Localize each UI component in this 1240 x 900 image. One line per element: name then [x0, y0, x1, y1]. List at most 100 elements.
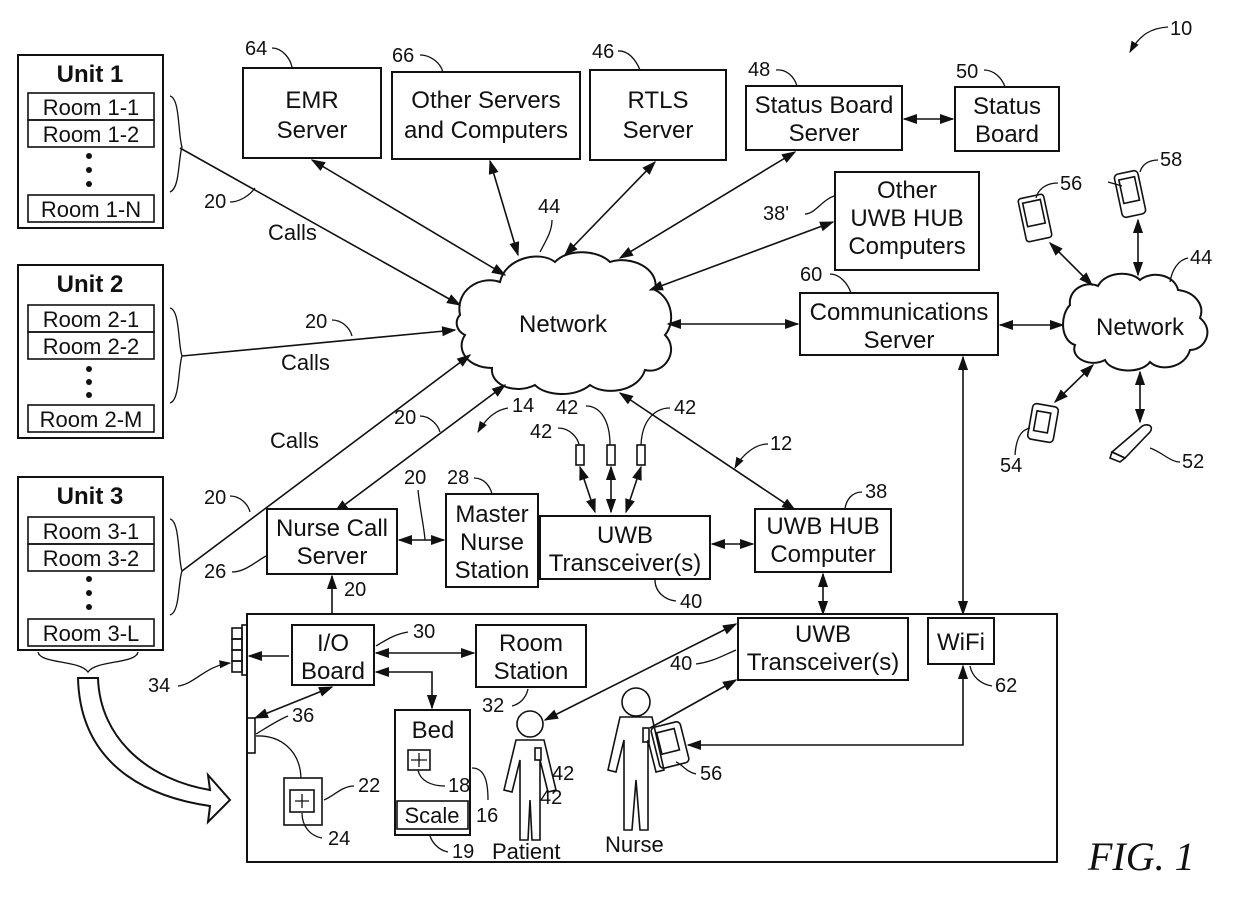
rtls-line-2: Server: [623, 117, 694, 144]
tag-ref-a: 42: [530, 421, 552, 443]
room-2-2-label: Room 2-2: [43, 334, 140, 359]
jack-ref: 36: [292, 705, 314, 727]
emr-server: EMR Server 64: [243, 38, 381, 158]
tag-ref-c: 42: [674, 397, 696, 419]
room-3-l-label: Room 3-L: [43, 621, 140, 646]
link-ref-unit-1: 20: [204, 191, 226, 213]
uwb-hub-network-link: [620, 393, 795, 510]
tag-ref-b: 42: [556, 397, 578, 419]
calls-label-1: Calls: [268, 220, 317, 245]
dome-light-icon: [232, 625, 247, 675]
other-servers: Other Servers and Computers 66: [392, 45, 580, 159]
rtls-ref: 46: [592, 41, 614, 63]
cell-ref: 52: [1182, 451, 1204, 473]
room-1-2-label: Room 1-2: [43, 122, 140, 147]
status-server-line-2: Server: [789, 120, 860, 147]
patient-label: Patient: [492, 839, 561, 864]
uwb-hub-line-1: UWB HUB: [766, 513, 879, 540]
other-uwb-ref: 38': [763, 203, 789, 225]
main-network-label: Network: [519, 311, 608, 338]
room-1-1-label: Room 1-1: [43, 95, 140, 120]
other-ref: 66: [392, 45, 414, 67]
nurse-call-ref: 26: [204, 561, 226, 583]
link-ref-master: 20: [404, 467, 426, 489]
unit-2-block: Unit 2 Room 2-1 Room 2-2 Room 2-M: [18, 265, 182, 438]
uwb-hub-line-2: Computer: [770, 541, 875, 568]
bed-control-ref: 18: [448, 775, 470, 797]
uwb-top-line-1: UWB: [597, 522, 653, 549]
io-ref: 30: [413, 621, 435, 643]
io-line-2: Board: [301, 658, 365, 685]
room-2-m-label: Room 2-M: [40, 407, 143, 432]
figure-title: FIG. 1: [1087, 834, 1195, 879]
uwb-tag-icon: [637, 445, 645, 465]
emr-link: [312, 160, 505, 275]
status-board-line-2: Board: [975, 121, 1039, 148]
patient-tag-ref-b: 42: [540, 787, 562, 809]
nurse-pda-ref: 56: [700, 763, 722, 785]
status-server-line-1: Status Board: [755, 92, 894, 119]
uwb-tags: 42 42 42: [530, 397, 696, 512]
comms-line-2: Server: [864, 327, 935, 354]
room-3-1-label: Room 3-1: [43, 519, 140, 544]
link-ref-unit-3: 20: [204, 487, 226, 509]
uwb-top-ref: 40: [680, 591, 702, 613]
other-line-1: Other Servers: [411, 87, 560, 114]
expand-room-arrow-icon: [78, 678, 230, 822]
comms-line-1: Communications: [810, 299, 989, 326]
other-line-2: and Computers: [404, 117, 568, 144]
status-board-line-1: Status: [973, 93, 1041, 120]
phone-58-ref: 58: [1160, 149, 1182, 171]
status-board-server: Status Board Server 48: [746, 59, 902, 150]
unit-2-title: Unit 2: [57, 271, 124, 298]
room-3-2-label: Room 3-2: [43, 546, 140, 571]
rtls-link: [565, 162, 655, 255]
uwb-tag-icon: [607, 445, 615, 465]
emr-line-1: EMR: [285, 87, 338, 114]
uwb-transceiver-top: UWB Transceiver(s) 40: [540, 516, 710, 613]
unit-3-brace: [170, 519, 182, 615]
nurse-call-line-1: Nurse Call: [276, 515, 388, 542]
uwb-room-line-2: Transceiver(s): [747, 649, 899, 676]
pda-icon: [1018, 194, 1053, 242]
rtls-line-1: RTLS: [628, 87, 689, 114]
system-ref-label: 10: [1170, 18, 1192, 40]
room-station-line-1: Room: [499, 630, 563, 657]
other-uwb-line-3: Computers: [848, 233, 965, 260]
dome-light-ref: 34: [148, 675, 170, 697]
pager-device: 54: [1000, 365, 1093, 477]
unit-1-title: Unit 1: [57, 61, 124, 88]
room-2-1-label: Room 2-1: [43, 307, 140, 332]
link-ref-room: 20: [344, 579, 366, 601]
master-nurse-station: Master Nurse Station 28: [446, 467, 538, 587]
room-station-ref: 32: [482, 695, 504, 717]
scale-ref: 19: [452, 841, 474, 863]
other-uwb-line-2: UWB HUB: [850, 205, 963, 232]
uwb-room-line-1: UWB: [795, 621, 851, 648]
flip-phone-icon: [1110, 425, 1151, 462]
uwb-tag-icon: [576, 445, 584, 465]
communications-server: Communications Server 60: [800, 264, 998, 355]
ellipsis-dots-icon: [86, 366, 92, 398]
nurse-label: Nurse: [605, 832, 664, 857]
pda-ref: 56: [1060, 173, 1082, 195]
wireless-phone-icon: [1108, 170, 1146, 218]
network-14-ref: 14: [512, 395, 534, 417]
emr-line-2: Server: [277, 117, 348, 144]
subsystem-ref: 12: [770, 433, 792, 455]
unit-3-block: Unit 3 Room 3-1 Room 3-2 Room 3-L: [18, 477, 182, 672]
unit-1-brace: [170, 96, 182, 192]
wall-unit-ref: 22: [358, 775, 380, 797]
remote-network-ref: 44: [1190, 247, 1212, 269]
main-network-cloud: Network 44: [457, 196, 671, 394]
bed-ref: 16: [476, 805, 498, 827]
unit-1-block: Unit 1 Room 1-1 Room 1-2 Room 1-N: [18, 55, 182, 228]
other-servers-link: [490, 161, 518, 255]
link-ref-unit-2: 20: [305, 311, 327, 333]
master-line-3: Station: [455, 557, 530, 584]
pager-ref: 54: [1000, 455, 1022, 477]
comms-ref: 60: [800, 264, 822, 286]
master-line-2: Nurse: [460, 529, 524, 556]
unit-1-calls-link: [180, 148, 460, 305]
